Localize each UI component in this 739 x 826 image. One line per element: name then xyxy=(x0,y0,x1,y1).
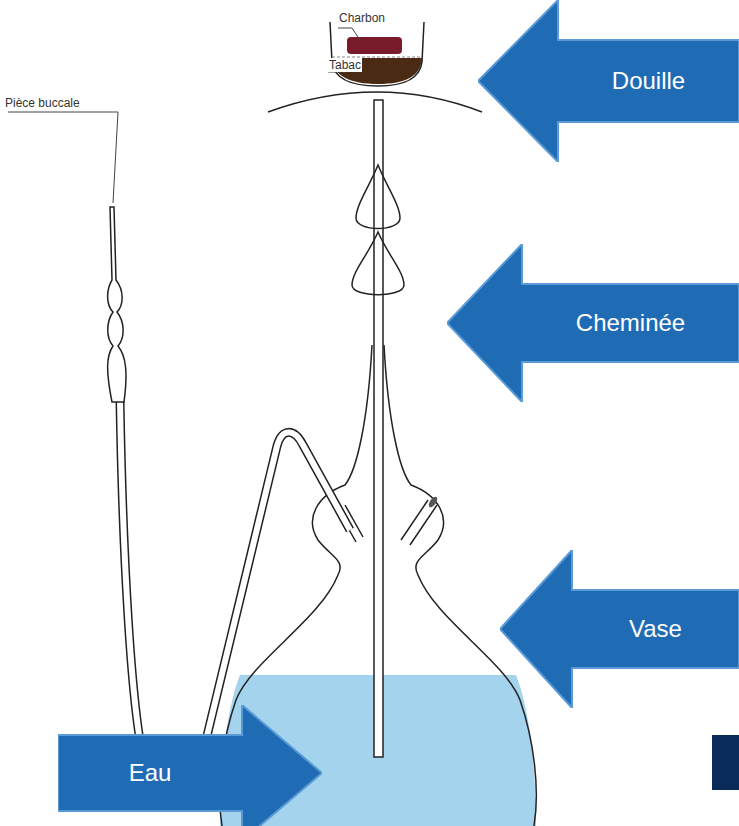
part-label: Charbon xyxy=(338,11,386,25)
leader-line xyxy=(8,112,118,203)
part-label: Tabac xyxy=(328,58,362,72)
coal xyxy=(347,37,402,54)
arrow-shape xyxy=(58,705,322,826)
valve-cap xyxy=(427,495,439,508)
arrow-shape xyxy=(478,0,739,162)
arrow-callout: Cheminée xyxy=(447,244,739,402)
arrow-label: Vase xyxy=(572,590,739,668)
bowl xyxy=(330,22,424,86)
chimney-bulb xyxy=(352,232,404,295)
arrow-label: Douille xyxy=(558,40,739,122)
arrow-label: Cheminée xyxy=(522,284,739,362)
arrow-label: Eau xyxy=(58,735,242,811)
arrow-fill xyxy=(478,0,739,162)
arrow-callout: Eau xyxy=(58,705,322,826)
stem xyxy=(374,100,383,757)
mouthpiece xyxy=(108,207,126,402)
arrow-shape xyxy=(500,550,739,708)
leader-line xyxy=(338,28,360,40)
arrow-fill xyxy=(447,244,739,402)
chimney-bulb xyxy=(356,165,400,229)
arrow-callout: Douille xyxy=(478,0,739,162)
arrow-callout: Vase xyxy=(500,550,739,708)
arrow-fill xyxy=(500,550,739,708)
part-label: Pièce buccale xyxy=(4,96,81,110)
corner-block xyxy=(712,735,739,790)
vase-outline xyxy=(384,345,536,826)
plate xyxy=(268,92,482,112)
arrow-fill xyxy=(58,705,322,826)
